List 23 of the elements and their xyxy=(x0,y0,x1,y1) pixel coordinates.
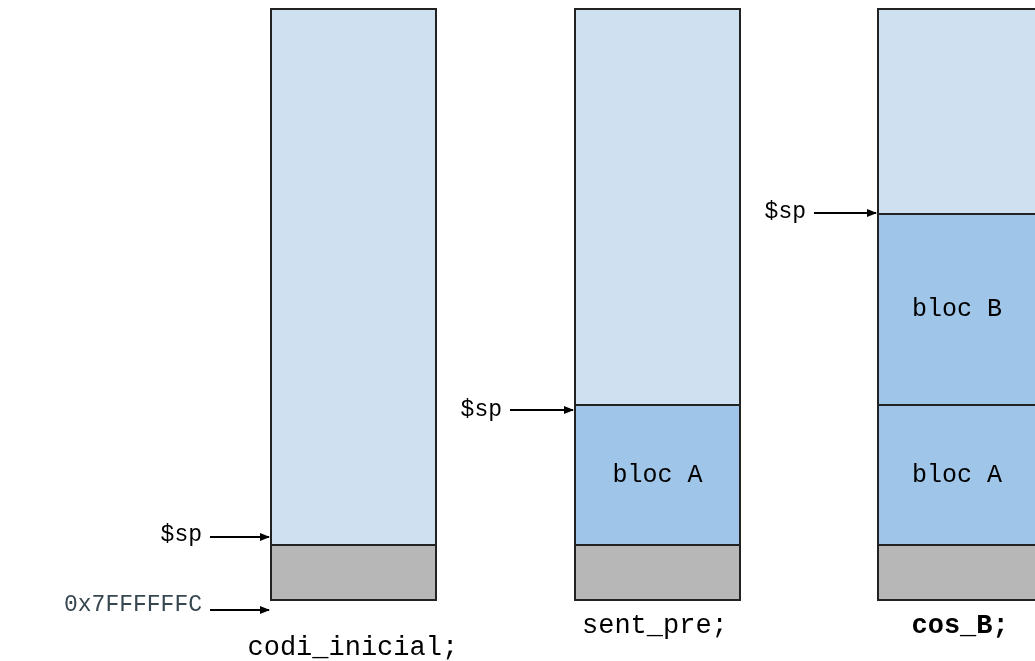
block-label: bloc B xyxy=(912,295,1002,324)
stack-region xyxy=(877,8,1035,215)
pointer-arrow xyxy=(509,406,574,414)
code-caption: sent_pre; xyxy=(582,611,728,641)
reserved-region xyxy=(877,544,1035,601)
pointer-arrow xyxy=(209,533,270,541)
pointer-arrow xyxy=(209,606,270,614)
stack-block xyxy=(877,213,1035,406)
pointer-label: $sp xyxy=(160,522,202,548)
block-label: bloc A xyxy=(612,460,703,490)
pointer-label: 0x7FFFFFFC xyxy=(63,592,202,618)
block-label: bloc A xyxy=(912,460,1002,490)
pointer-arrow xyxy=(813,209,877,217)
code-caption: cos_B; xyxy=(911,611,1009,641)
stack-block xyxy=(877,404,1035,546)
code-caption: codi_inicial; xyxy=(247,633,459,661)
stack-block xyxy=(574,404,741,546)
stack-region xyxy=(574,8,741,406)
pointer-label: $sp xyxy=(460,397,502,423)
reserved-region xyxy=(270,544,437,601)
reserved-region xyxy=(574,544,741,601)
stack-region xyxy=(270,8,437,546)
pointer-label: $sp xyxy=(764,199,806,225)
